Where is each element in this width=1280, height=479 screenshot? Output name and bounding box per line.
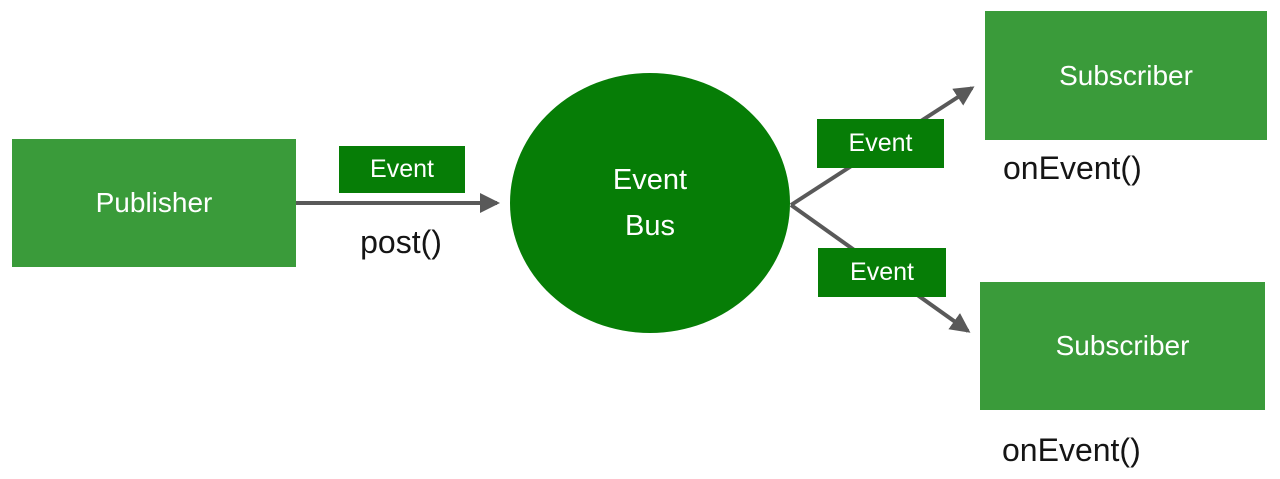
subscriber-bottom-node: Subscriber (980, 282, 1265, 410)
post-method-label: post() (360, 224, 442, 260)
event-badge-deliver-top: Event (817, 119, 944, 168)
event-bus-node: Event Bus (510, 73, 790, 333)
bus-label-line2: Bus (625, 210, 675, 242)
onevent-top-method-label: onEvent() (1003, 150, 1142, 186)
bus-label-line1: Event (612, 164, 688, 196)
subscriber-top-node: Subscriber (985, 11, 1267, 140)
onevent-bottom-method-label: onEvent() (1002, 432, 1141, 468)
event-badge-publish: Event (339, 146, 465, 193)
publisher-node: Publisher (12, 139, 296, 267)
subscriber-bottom-label: Subscriber (1055, 330, 1190, 361)
subscriber-top-label: Subscriber (1059, 59, 1193, 91)
publisher-label: Publisher (95, 187, 213, 218)
event-badge-deliver-bottom: Event (818, 248, 946, 297)
